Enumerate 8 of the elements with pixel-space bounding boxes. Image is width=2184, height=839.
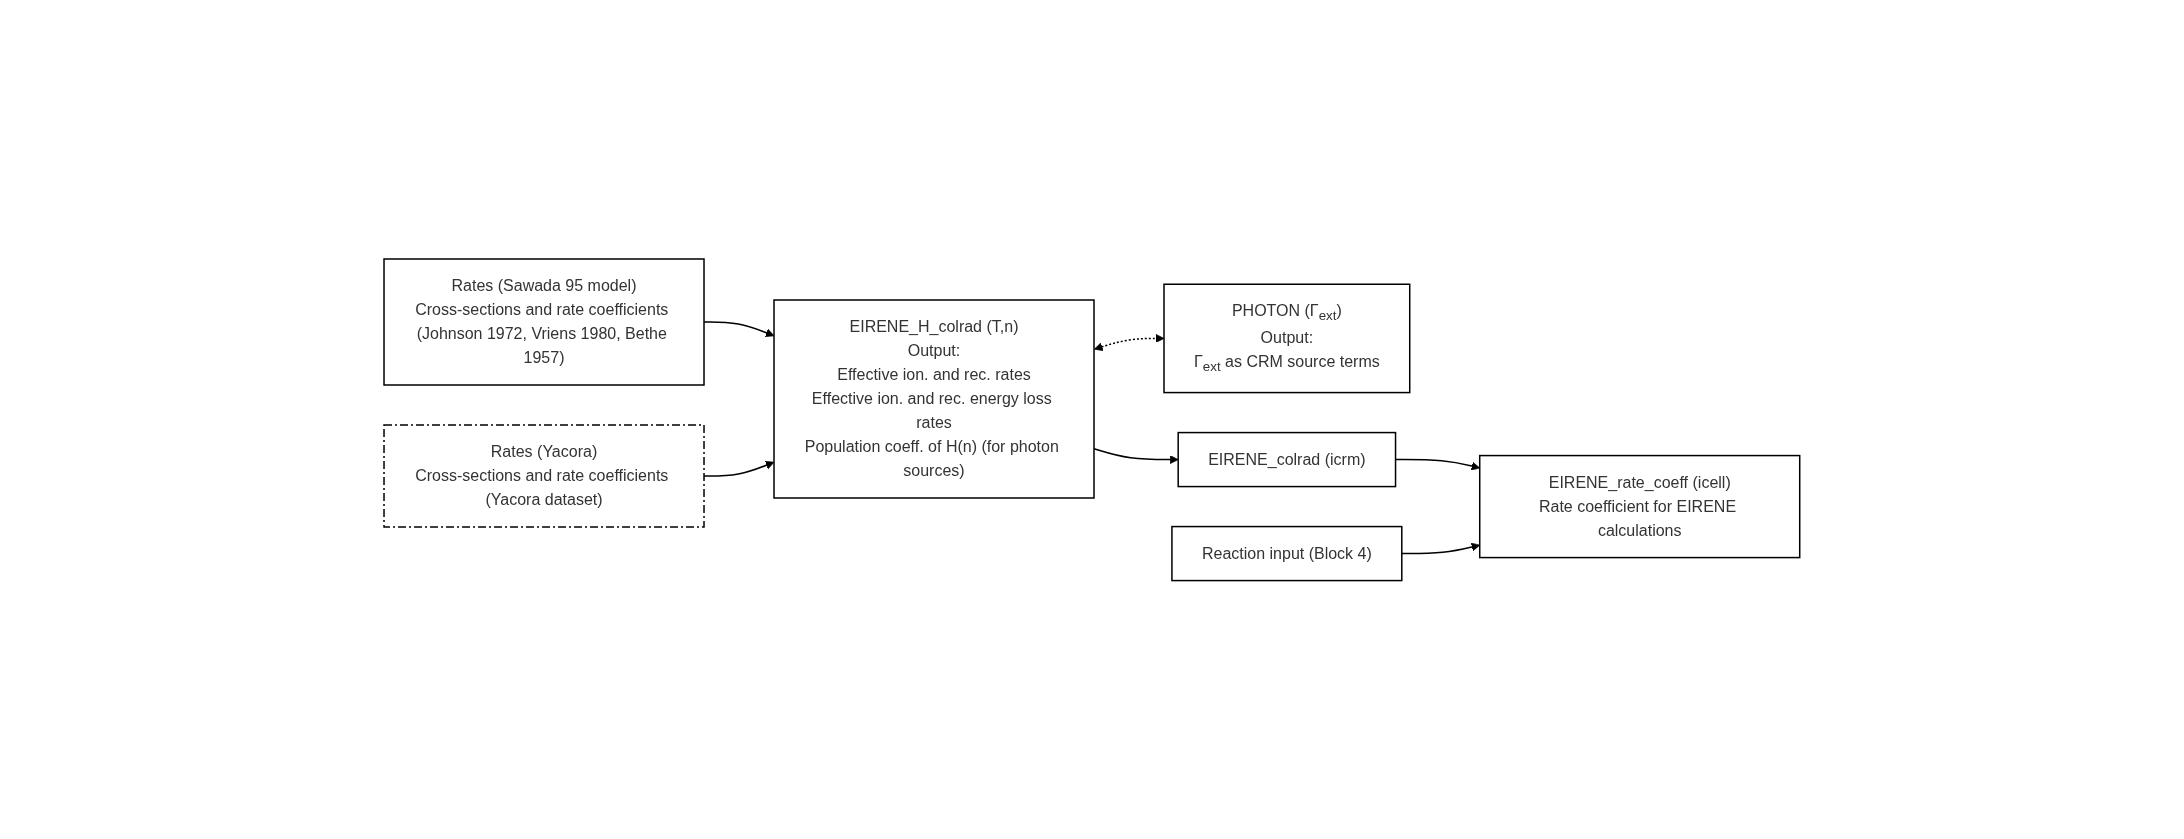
node-box: Rates (Yacora) Cross-sections and rate coefficients (Yacora dataset) bbox=[383, 423, 705, 528]
node-box: EIRENE_H_colrad (T,n) Output: Effective ion. and rec. rates Effective ion. and rec. energy loss rates Population coeff. of H(n) (for photon sources) bbox=[773, 298, 1095, 499]
node-box: EIRENE_rate_coeff (icell) Rate coefficient for EIRENE calculations bbox=[1479, 454, 1801, 559]
node-box: EIRENE_colrad (icrm) bbox=[1177, 431, 1397, 488]
node-box: Reaction input (Block 4) bbox=[1171, 525, 1403, 582]
node-box: PHOTON (Γ$_{ext}$) Output: Γ$_{ext}$ as CRM source terms bbox=[1163, 283, 1411, 394]
arrow bbox=[1094, 333, 1165, 351]
node-box: Rates (Sawada 95 model) Cross-sections and rate coefficients (Johnson 1972, Vriens 1980, Bethe 1957) bbox=[383, 257, 705, 386]
